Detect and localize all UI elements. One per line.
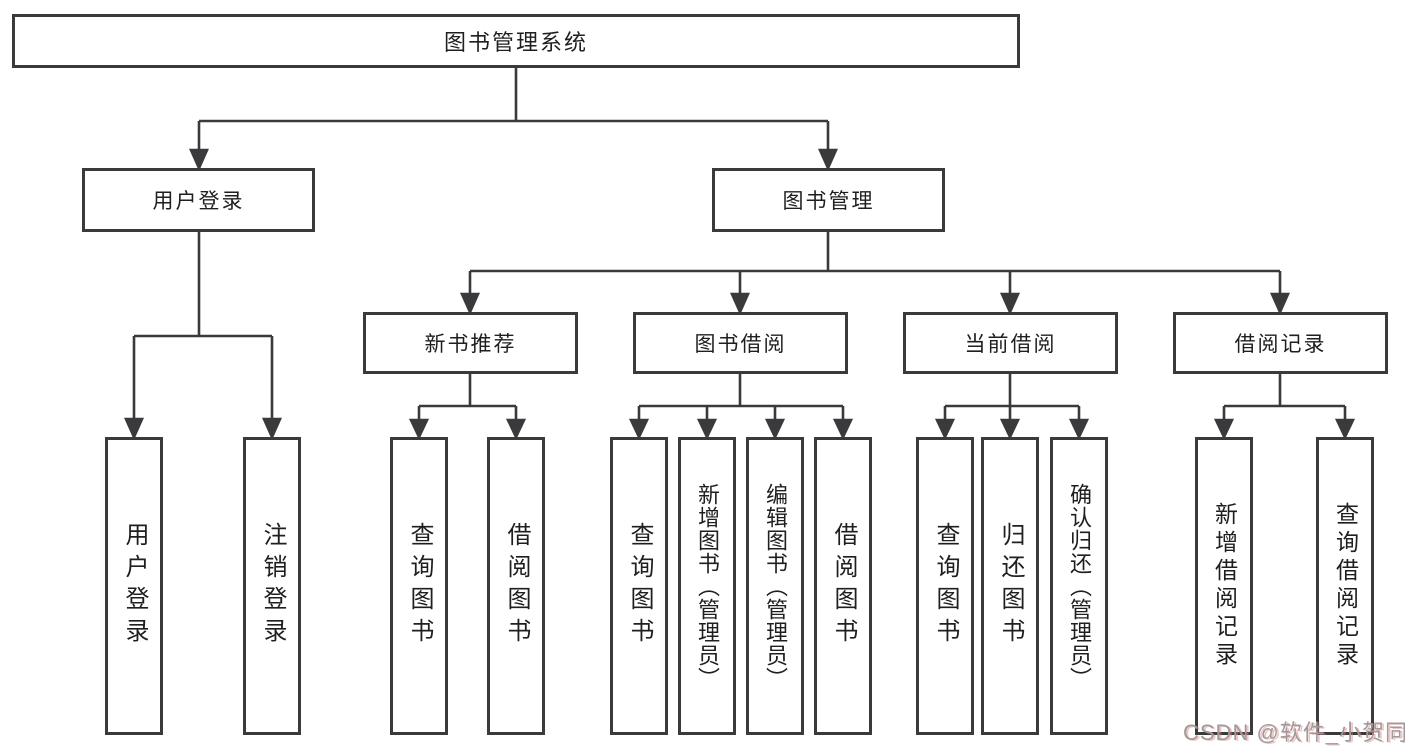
node-current-borrow-label: 当前借阅 bbox=[964, 333, 1057, 356]
node-root-system: 图书管理系统 bbox=[12, 14, 1020, 68]
leaf-query-borrow-record: 查询借阅记录 bbox=[1316, 437, 1374, 735]
connector-records-to-leaves bbox=[1213, 374, 1356, 441]
leaf-user-login: 用户登录 bbox=[105, 437, 163, 735]
leaf-confirm-return-admin-label: 确认归还（管理员） bbox=[1067, 482, 1092, 690]
connector-root-to-level2 bbox=[188, 68, 839, 172]
leaf-borrow-books-2: 借阅图书 bbox=[814, 437, 872, 735]
leaf-logout: 注销登录 bbox=[243, 437, 301, 735]
leaf-borrow-books-2-label: 借阅图书 bbox=[830, 522, 857, 650]
leaf-borrow-books-1: 借阅图书 bbox=[487, 437, 545, 735]
node-user-login-label: 用户登录 bbox=[152, 190, 245, 213]
node-current-borrow: 当前借阅 bbox=[903, 312, 1118, 374]
connector-userlogin-to-leaves bbox=[123, 232, 283, 441]
leaf-query-books-3: 查询图书 bbox=[916, 437, 974, 735]
leaf-edit-books-admin-label: 编辑图书（管理员） bbox=[763, 482, 788, 690]
node-book-management: 图书管理 bbox=[712, 168, 945, 232]
connector-bookmgmt-to-level3 bbox=[459, 232, 1291, 316]
connector-newbook-to-leaves bbox=[408, 374, 527, 441]
node-book-management-label: 图书管理 bbox=[782, 190, 875, 213]
node-user-login: 用户登录 bbox=[82, 168, 315, 232]
leaf-logout-label: 注销登录 bbox=[259, 522, 286, 650]
node-root-label: 图书管理系统 bbox=[443, 30, 588, 55]
node-book-borrow: 图书借阅 bbox=[633, 312, 848, 374]
leaf-confirm-return-admin: 确认归还（管理员） bbox=[1050, 437, 1108, 735]
leaf-edit-books-admin: 编辑图书（管理员） bbox=[746, 437, 804, 735]
leaf-query-books-2-label: 查询图书 bbox=[626, 522, 653, 650]
leaf-user-login-label: 用户登录 bbox=[121, 522, 148, 650]
connector-bookborrow-to-leaves bbox=[628, 374, 854, 441]
leaf-query-borrow-record-label: 查询借阅记录 bbox=[1332, 502, 1359, 670]
node-new-book-recommend-label: 新书推荐 bbox=[424, 333, 517, 356]
node-borrow-records-label: 借阅记录 bbox=[1234, 333, 1327, 356]
leaf-borrow-books-1-label: 借阅图书 bbox=[503, 522, 530, 650]
leaf-query-books-1-label: 查询图书 bbox=[406, 522, 433, 650]
leaf-add-books-admin: 新增图书（管理员） bbox=[678, 437, 736, 735]
leaf-add-books-admin-label: 新增图书（管理员） bbox=[695, 482, 720, 690]
leaf-query-books-3-label: 查询图书 bbox=[932, 522, 959, 650]
leaf-query-books-2: 查询图书 bbox=[610, 437, 668, 735]
node-borrow-records: 借阅记录 bbox=[1173, 312, 1388, 374]
connector-currentborrow-to-leaves bbox=[934, 374, 1090, 441]
leaf-add-borrow-record-label: 新增借阅记录 bbox=[1211, 502, 1238, 670]
leaf-query-books-1: 查询图书 bbox=[390, 437, 448, 735]
leaf-add-borrow-record: 新增借阅记录 bbox=[1195, 437, 1253, 735]
node-book-borrow-label: 图书借阅 bbox=[694, 333, 787, 356]
leaf-return-books-label: 归还图书 bbox=[997, 522, 1024, 650]
leaf-return-books: 归还图书 bbox=[981, 437, 1039, 735]
node-new-book-recommend: 新书推荐 bbox=[363, 312, 578, 374]
csdn-watermark: CSDN @软件_小贺同学 bbox=[1183, 720, 1405, 745]
